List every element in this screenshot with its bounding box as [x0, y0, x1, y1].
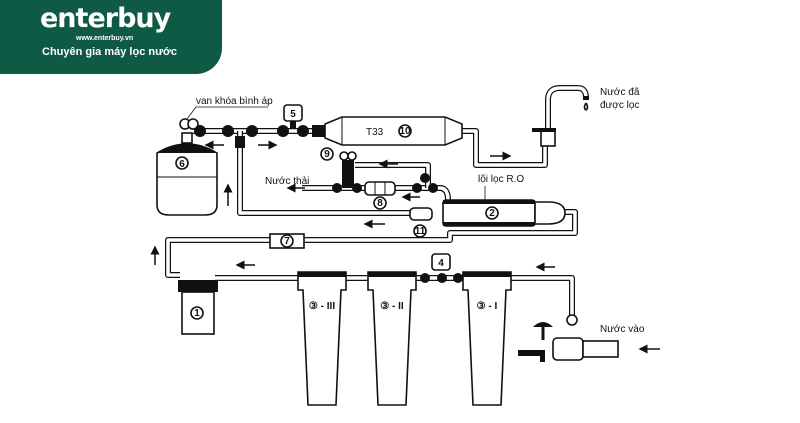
tank-valve-label: van khóa bình áp [196, 96, 273, 107]
stage-2-label: ③ - II [380, 301, 404, 312]
label-8: 8 [377, 198, 383, 209]
ro-core-label: lõi lọc R.O [478, 174, 524, 185]
pressure-tank: 6 [156, 118, 218, 216]
component-7: 7 [269, 233, 305, 249]
flow-arrows [150, 140, 660, 354]
waste-water-label: Nước thải [265, 176, 309, 187]
label-2: 2 [489, 208, 495, 219]
pre-filter-1: 1 [178, 280, 218, 335]
stage-1-label: ③ - I [477, 301, 498, 312]
flush-valve: 9 [320, 147, 357, 188]
label-7: 7 [284, 236, 290, 247]
label-4: 4 [438, 258, 444, 269]
ro-membrane: 2 11 [409, 199, 566, 238]
brand-logo: enterbuy www.enterbuy.vn Chuyên gia máy … [0, 0, 222, 74]
label-1: 1 [194, 308, 200, 319]
t33-post-filter: T33 10 [324, 116, 463, 146]
label-11: 11 [415, 226, 426, 237]
faucet [532, 96, 589, 147]
label-10: 10 [399, 126, 411, 137]
label-5: 5 [290, 109, 296, 120]
component-4: 4 [431, 253, 451, 271]
inlet-valve[interactable] [518, 314, 619, 362]
logo-tagline: Chuyên gia máy lọc nước [42, 46, 177, 58]
inlet-water-label: Nước vào [600, 324, 645, 335]
logo-url: www.enterbuy.vn [76, 35, 134, 42]
t33-label: T33 [366, 127, 384, 138]
pressure-switch: 5 [283, 104, 303, 129]
stage-3-label: ③ - III [309, 301, 335, 312]
filtered-water-label: Nước đã [600, 87, 640, 98]
logo-brand: enterbuy [40, 3, 171, 34]
label-6: 6 [179, 159, 185, 170]
filter-housings: ③ - III ③ - II ③ - I [297, 271, 512, 406]
label-9: 9 [324, 149, 330, 160]
filtered-water-label-2: được lọc [600, 100, 639, 111]
flow-restrictor: 8 [364, 181, 396, 210]
